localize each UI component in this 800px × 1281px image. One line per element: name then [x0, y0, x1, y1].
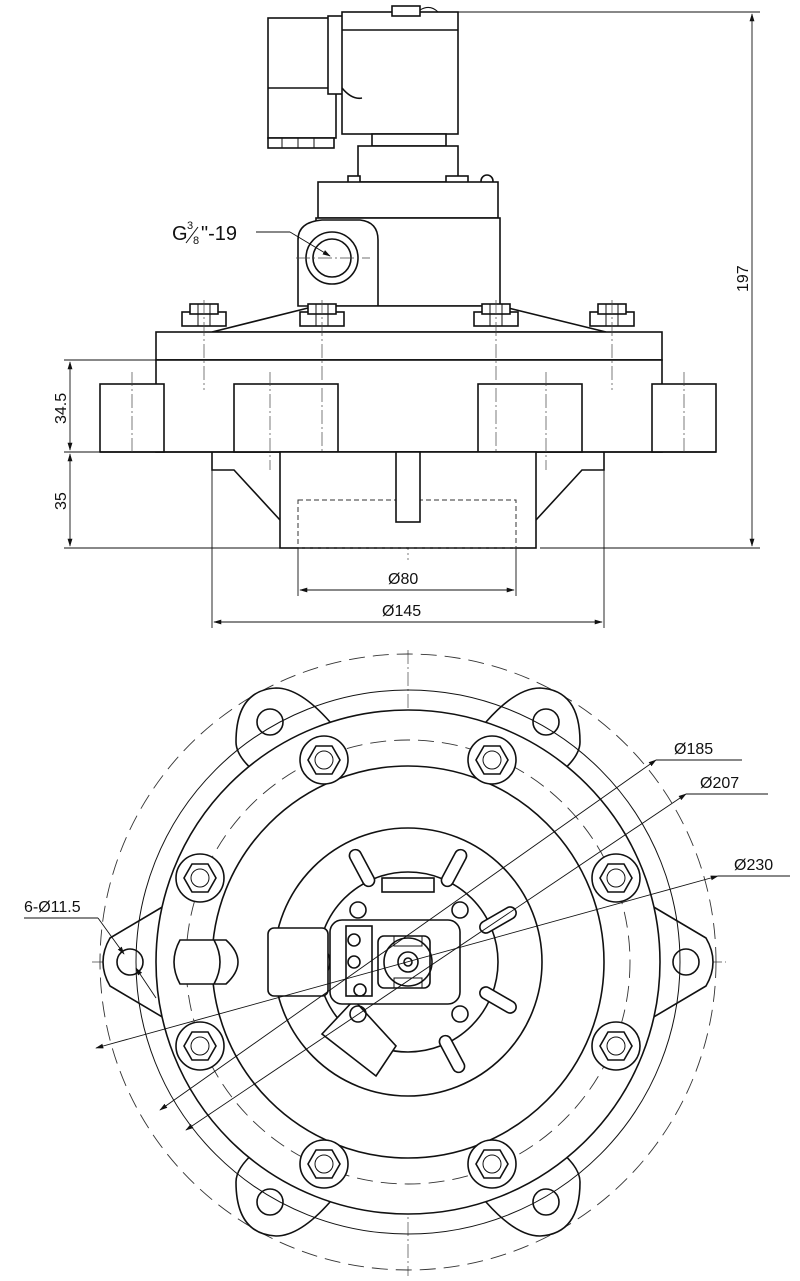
dim-34-5-label: 34.5 — [53, 393, 70, 424]
dim-dia-80: Ø80 — [297, 548, 517, 596]
dim-197-label: 197 — [735, 265, 752, 292]
thread-denominator-text: 8 — [193, 235, 199, 247]
upper-body — [296, 181, 501, 307]
pilot-stem — [347, 133, 494, 188]
mount-hole — [256, 708, 284, 736]
dim-height-197: 197 — [420, 11, 760, 549]
mount-hole — [256, 1188, 284, 1216]
mount-hole-callout: 6-Ø11.5 — [24, 899, 157, 999]
dim-mount-holes-label: 6-Ø11.5 — [24, 899, 81, 916]
solenoid-coil — [267, 5, 459, 149]
dim-145-label: Ø145 — [382, 603, 421, 620]
lower-flange — [99, 300, 717, 470]
dim-230-label: Ø230 — [734, 857, 773, 874]
dim-35-label: 35 — [53, 492, 70, 510]
dim-dia-145: Ø145 — [211, 470, 605, 628]
dim-left-heights: 34.5 35 — [53, 359, 280, 549]
mount-hole — [532, 708, 560, 736]
thread-prefix-text: G — [172, 223, 188, 245]
diameter-leaders: Ø185 Ø207 Ø230 — [95, 741, 790, 1131]
cover-flange — [155, 305, 663, 361]
dim-80-label: Ø80 — [388, 571, 418, 588]
thread-numerator-text: 3 — [187, 220, 193, 232]
top-tab — [381, 877, 435, 893]
mount-hole — [532, 1188, 560, 1216]
dim-207-label: Ø207 — [700, 775, 739, 792]
side-view: G 3 8 "-19 — [53, 5, 760, 628]
outlet-body — [211, 451, 605, 549]
thread-suffix-text: "-19 — [201, 223, 237, 245]
svg-text:G: G — [172, 223, 188, 245]
dim-185-label: Ø185 — [674, 741, 713, 758]
plan-view: Ø185 Ø207 Ø230 6-Ø11.5 — [24, 650, 790, 1276]
thread-callout: G 3 8 "-19 — [172, 220, 331, 257]
drain-slot — [173, 939, 239, 985]
